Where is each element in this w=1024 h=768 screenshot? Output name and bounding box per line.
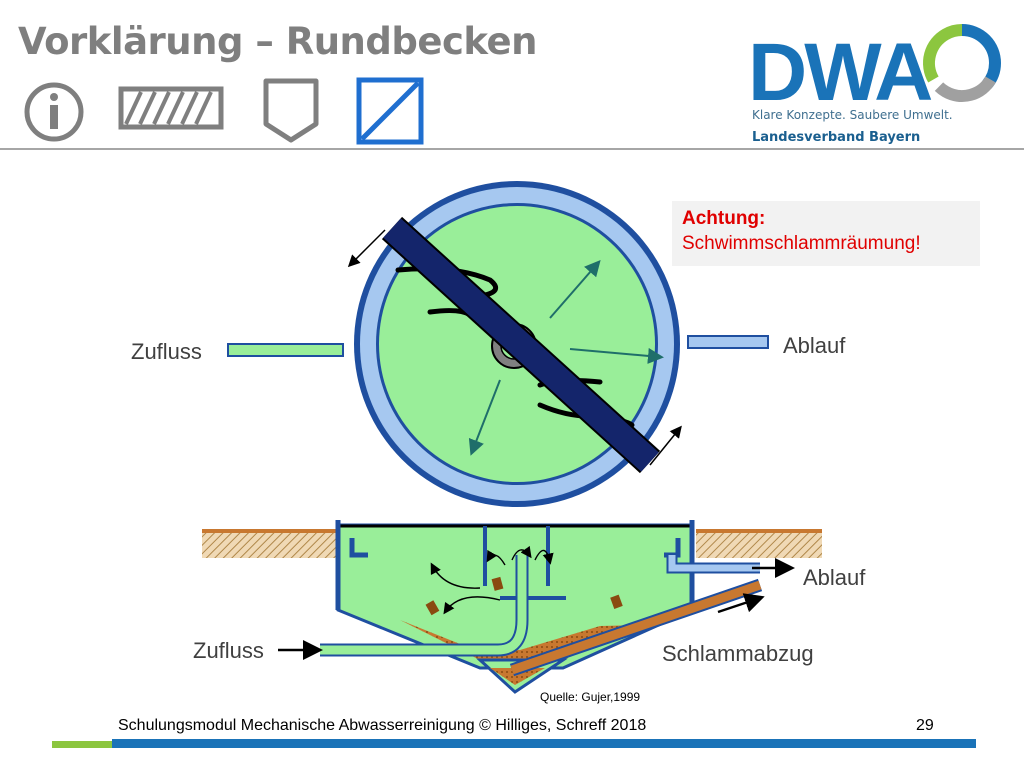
inflow-pipe-section — [320, 555, 527, 655]
footer-accent-blue — [112, 739, 976, 748]
ground-left — [202, 532, 336, 558]
shield-icon — [263, 78, 319, 143]
svg-text:DWA: DWA — [748, 27, 932, 118]
baffle-left — [349, 538, 368, 558]
warning-box — [672, 201, 980, 266]
footer-text: Schulungsmodul Mechanische Abwasserreini… — [118, 717, 647, 734]
sludge-pipe — [510, 580, 762, 675]
top-inflow-label: Zufluss — [131, 339, 202, 364]
flow-arrows — [468, 259, 664, 456]
section-view — [202, 520, 822, 694]
warning-title: Achtung: — [682, 208, 766, 229]
ground-right — [696, 532, 822, 558]
hatched-bar-icon — [118, 86, 224, 130]
inflow-pipe-top — [227, 343, 344, 357]
rotation-arrows — [347, 229, 682, 466]
warning-text: Schwimmschlammräumung! — [682, 233, 921, 254]
footer-accent-green — [52, 741, 112, 748]
outflow-pipe-section — [668, 555, 760, 572]
source-note: Quelle: Gujer,1999 — [540, 690, 641, 704]
sludge-withdrawal-label: Schlammabzug — [662, 641, 814, 666]
page-number: 29 — [916, 717, 934, 734]
header-divider — [0, 148, 1024, 150]
section-inflow-label: Zufluss — [193, 638, 264, 663]
logo-region: Landesverband Bayern — [752, 130, 921, 145]
outflow-pipe-top — [687, 335, 769, 349]
logo-tagline: Klare Konzepte. Saubere Umwelt. — [752, 108, 953, 122]
section-outflow-label: Ablauf — [803, 565, 866, 590]
deflector-plate — [500, 596, 566, 600]
dwa-logo: DWA — [748, 24, 1001, 118]
rotating-bridge — [383, 218, 659, 472]
info-icon — [24, 82, 84, 142]
diagonal-square-icon — [356, 77, 424, 145]
slide-title: Vorklärung – Rundbecken — [18, 20, 537, 63]
top-outflow-label: Ablauf — [783, 333, 846, 358]
top-view — [227, 181, 769, 507]
